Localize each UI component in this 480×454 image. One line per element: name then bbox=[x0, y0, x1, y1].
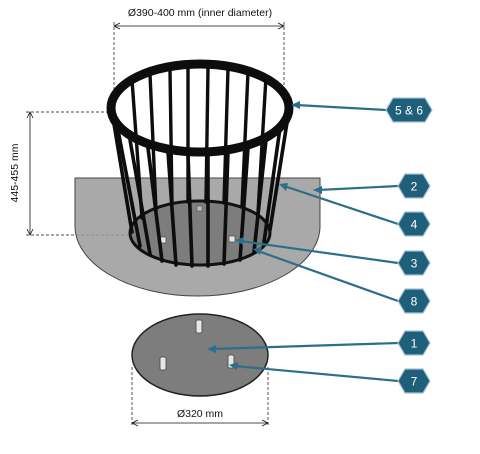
callout-7: 7 bbox=[397, 368, 431, 394]
callout-4-label: 4 bbox=[411, 218, 418, 232]
callout-3: 3 bbox=[397, 250, 431, 276]
callout-5-6: 5 & 6 bbox=[385, 97, 433, 123]
leader-7 bbox=[232, 364, 400, 383]
leader-1 bbox=[210, 341, 400, 351]
leader-lines bbox=[210, 103, 400, 383]
basket-cage bbox=[106, 59, 294, 268]
base-disk bbox=[131, 313, 269, 397]
leader-2 bbox=[316, 184, 400, 192]
leader-8 bbox=[256, 249, 400, 303]
cage-peg-back bbox=[196, 205, 203, 212]
callout-7-label: 7 bbox=[411, 375, 418, 389]
inner-diameter-dimension: Ø390-400 mm (inner diameter) bbox=[113, 7, 285, 98]
base-diameter-label: Ø320 mm bbox=[177, 408, 223, 420]
base-diameter-dimension: Ø320 mm bbox=[131, 367, 269, 427]
cage-bottom-disk bbox=[128, 199, 272, 267]
callout-8-label: 8 bbox=[411, 295, 418, 309]
base-peg-top bbox=[195, 319, 203, 334]
callout-badges: 5 & 6 2 4 3 8 1 7 bbox=[385, 97, 433, 394]
callout-3-label: 3 bbox=[411, 257, 418, 271]
callout-2-label: 2 bbox=[411, 180, 418, 194]
callout-1-label: 1 bbox=[411, 337, 418, 351]
base-peg-left bbox=[159, 356, 167, 371]
height-label: 445-455 mm bbox=[9, 143, 21, 202]
cage-peg-right bbox=[228, 235, 236, 243]
base-disk-assembly bbox=[131, 313, 269, 397]
leader-3 bbox=[238, 239, 400, 265]
cage-top-ring bbox=[106, 59, 294, 157]
callout-4: 4 bbox=[397, 211, 431, 237]
callout-8: 8 bbox=[397, 288, 431, 314]
callout-2: 2 bbox=[397, 173, 431, 199]
leader-arrowheads bbox=[207, 101, 322, 370]
inner-diameter-label: Ø390-400 mm (inner diameter) bbox=[128, 7, 272, 19]
callout-1: 1 bbox=[397, 330, 431, 356]
cage-front-bars bbox=[110, 108, 291, 268]
callout-5-6-label: 5 & 6 bbox=[395, 104, 423, 118]
leader-4 bbox=[282, 184, 400, 226]
leader-5-6 bbox=[294, 103, 388, 112]
